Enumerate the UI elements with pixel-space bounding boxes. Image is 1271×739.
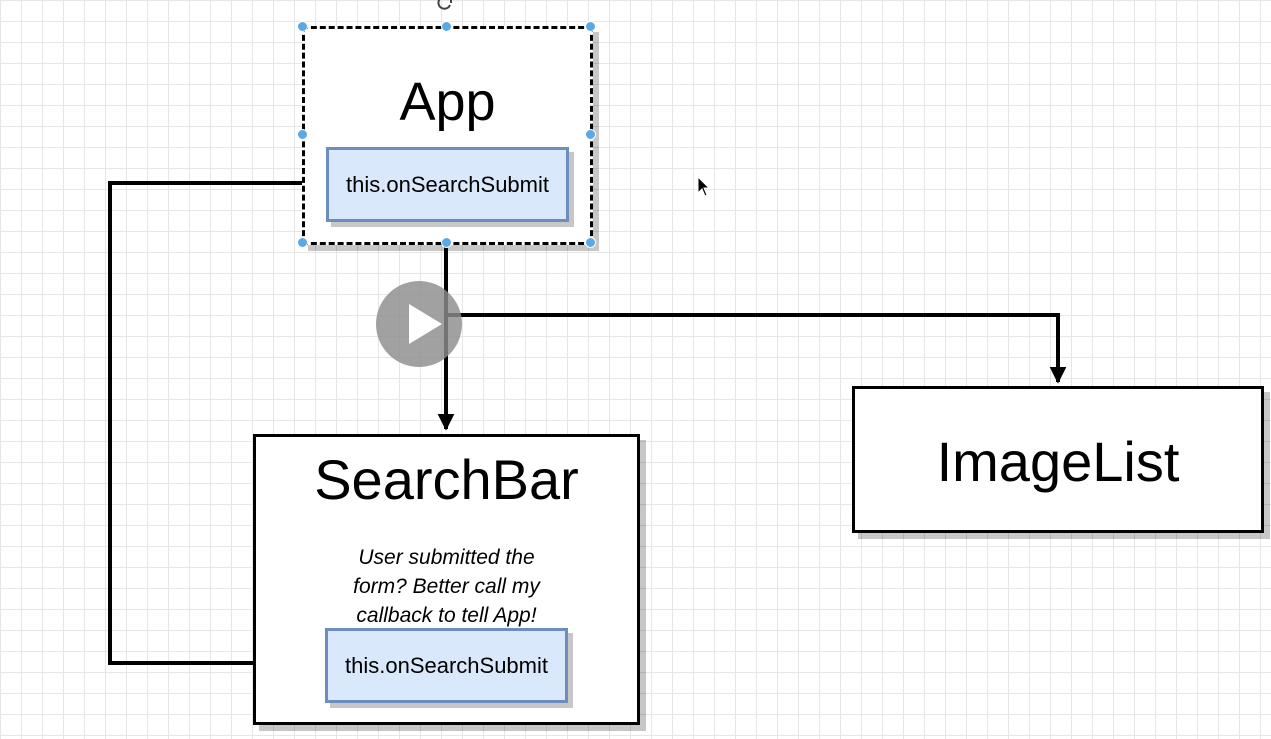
app-on-search-submit-method[interactable]: this.onSearchSubmit xyxy=(326,147,569,222)
searchbar-title: SearchBar xyxy=(314,448,579,511)
selection-handle-bottom[interactable] xyxy=(441,237,452,248)
searchbar-note-line: form? Better call my xyxy=(353,575,540,598)
arrow-callback-to-app xyxy=(108,174,325,665)
searchbar-note: User submitted the form? Better call my … xyxy=(256,543,637,630)
app-title: App xyxy=(399,72,496,132)
selection-handle-top-left[interactable] xyxy=(297,21,308,32)
play-icon xyxy=(409,304,442,344)
searchbar-on-search-submit-method[interactable]: this.onSearchSubmit xyxy=(325,628,568,703)
play-button[interactable] xyxy=(376,281,462,367)
selection-handle-top-right[interactable] xyxy=(585,21,596,32)
selection-handle-bottom-left[interactable] xyxy=(297,237,308,248)
searchbar-note-line: callback to tell App! xyxy=(356,604,537,627)
rotate-handle-icon[interactable] xyxy=(436,0,454,12)
app-component-box[interactable]: App this.onSearchSubmit xyxy=(302,26,593,245)
imagelist-title: ImageList xyxy=(936,430,1180,493)
selection-handle-left[interactable] xyxy=(297,129,308,140)
searchbar-component-box[interactable]: SearchBar User submitted the form? Bette… xyxy=(253,434,640,725)
mouse-pointer-icon xyxy=(697,176,711,197)
selection-handle-top[interactable] xyxy=(441,21,452,32)
arrow-app-to-imagelist xyxy=(446,313,1067,384)
selection-handle-right[interactable] xyxy=(585,129,596,140)
imagelist-component-box[interactable]: ImageList xyxy=(852,386,1264,533)
searchbar-note-line: User submitted the xyxy=(358,546,535,569)
selection-handle-bottom-right[interactable] xyxy=(585,237,596,248)
